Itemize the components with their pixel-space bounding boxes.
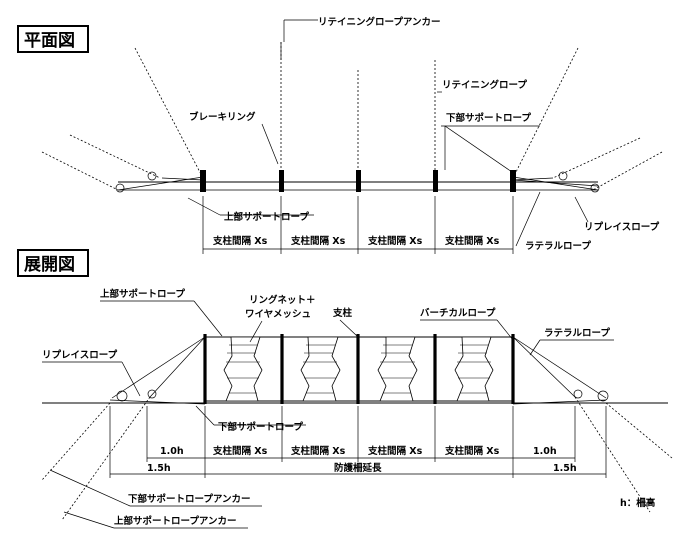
leader [121, 361, 141, 397]
label-upper-support-rope: 上部サポートロープ [100, 288, 185, 300]
leader [49, 469, 131, 507]
anchor-circle [116, 390, 128, 402]
leader [515, 191, 541, 247]
ring-net-panel [377, 336, 418, 402]
plan-view: 平面図 リテイニングロープアンカー [17, 16, 663, 254]
plan-view-title-box [17, 25, 89, 53]
label-replace-rope: リプレイスロープ [42, 349, 118, 361]
label-lower-support-rope: 下部サポートロープ [446, 112, 531, 124]
label-lower-support-rope-anchor: 下部サポートロープアンカー [128, 493, 251, 505]
right-anchor-dash [605, 402, 673, 459]
dimension-span: 支柱間隔 Xs [444, 445, 500, 457]
label-ring-net-2: ワイヤメッシュ [245, 309, 311, 320]
leader [249, 320, 263, 343]
leader [339, 319, 358, 337]
lateral-rope-left-dash [69, 134, 161, 179]
lateral-rope-left [161, 177, 204, 181]
lateral-rope-right-dash [552, 137, 641, 179]
anchor-circle [558, 171, 568, 181]
lower-support-rope-right [512, 399, 607, 405]
elevation-view-title: 展開図 [24, 255, 75, 275]
label-brake-ring: ブレーキリング [189, 111, 256, 123]
elevation-view: 展開図 [17, 249, 673, 529]
dimension-span: 支柱間隔 Xs [367, 235, 423, 247]
upper-support-rope-left-outer [134, 47, 204, 179]
dimension-span: 支柱間隔 Xs [212, 235, 268, 247]
mesh-hatching [226, 344, 491, 394]
right-anchor-dash-2 [574, 396, 651, 513]
ring-net-panel [223, 336, 263, 402]
post-plan [356, 170, 361, 192]
lateral-rope-right [512, 336, 576, 398]
dimension-offset-right-outer: 1.5h [553, 463, 577, 474]
anchor-circle [147, 171, 157, 181]
dimension-total-length: 防護柵延長 [334, 462, 382, 474]
dimension-offset-left-outer: 1.5h [147, 463, 171, 474]
leader [529, 339, 541, 356]
upper-support-rope-left [111, 336, 206, 399]
legend-fence-height: h：柵高 [620, 497, 656, 509]
anchor-circle [590, 183, 600, 193]
dimension-span: 支柱間隔 Xs [444, 235, 500, 247]
replace-rope-left-dash [41, 151, 119, 191]
label-post: 支柱 [332, 307, 353, 319]
upper-support-rope-right [512, 336, 607, 399]
anchor-circle [147, 389, 157, 399]
dimension-span: 支柱間隔 Xs [290, 445, 346, 457]
lower-support-rope-right-2 [512, 179, 599, 187]
leader [496, 319, 514, 341]
label-retaining-rope: リテイニングロープ [442, 79, 527, 91]
dimension-span: 支柱間隔 Xs [290, 235, 346, 247]
lower-support-rope-left [117, 176, 204, 191]
lateral-rope-left [149, 336, 206, 398]
label-upper-support-rope-anchor: 上部サポートロープアンカー [114, 515, 237, 527]
leader [187, 197, 221, 216]
label-lateral-rope: ラテラルロープ [544, 327, 610, 339]
leader [63, 511, 115, 529]
dimension-offset-right-inner: 1.0h [533, 446, 557, 457]
lower-support-rope-left [109, 399, 206, 405]
lateral-rope-right [512, 177, 554, 181]
label-lateral-rope: ラテラルロープ [525, 240, 591, 252]
dimension-span: 支柱間隔 Xs [212, 445, 268, 457]
post-plan [200, 170, 206, 192]
dimension-span: 支柱間隔 Xs [367, 445, 423, 457]
leader [444, 125, 513, 173]
label-ring-net-1: リングネット＋ [249, 294, 316, 306]
leader [261, 123, 279, 165]
post-plan [433, 170, 438, 192]
ring-net-panel [300, 336, 341, 402]
label-replace-rope: リプレイスロープ [584, 221, 660, 233]
upper-support-rope-right-outer [512, 47, 579, 179]
dimension-offset-left-inner: 1.0h [160, 446, 184, 457]
anchor-circle [573, 389, 583, 399]
label-retaining-rope-anchor: リテイニングロープアンカー [318, 16, 441, 28]
anchor-circle [597, 390, 609, 402]
plan-view-title: 平面図 [24, 31, 75, 51]
leader [574, 196, 589, 223]
upper-support-rope-anchor-dash [61, 396, 151, 521]
leader [193, 300, 223, 337]
label-lower-support-rope: 下部サポートロープ [218, 421, 303, 433]
lower-support-rope-anchor-dash [41, 402, 111, 481]
replace-rope-right-dash [592, 151, 663, 191]
post-plan [279, 170, 284, 192]
post-plan [510, 170, 516, 192]
elevation-view-title-box [17, 249, 89, 277]
elevation-dimensions: 1.0h 支柱間隔 Xs 支柱間隔 Xs 支柱間隔 Xs 支柱間隔 Xs 1.0… [109, 406, 607, 478]
anchor-circle [115, 183, 125, 193]
label-vertical-rope: バーチカルロープ [420, 307, 496, 319]
label-upper-support-rope: 上部サポートロープ [224, 211, 309, 223]
ring-net-panel [454, 336, 494, 402]
lower-support-rope-right [512, 176, 599, 191]
